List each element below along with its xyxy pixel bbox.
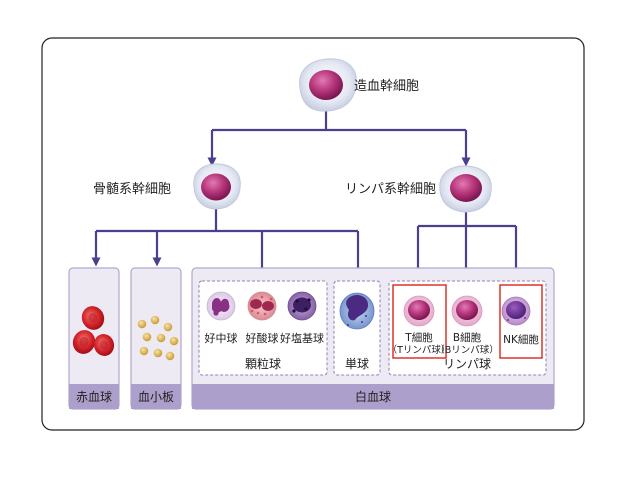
- neutrophil-label: 好中球: [205, 331, 238, 345]
- b-cell-icon: [451, 295, 483, 327]
- t-cell-highlight: [392, 284, 447, 359]
- myeloid-progenitor-icon: [193, 163, 241, 210]
- stem-cell-label: 造血幹細胞: [354, 78, 419, 94]
- t-cell-icon: [403, 295, 435, 327]
- t-cell-sub-label: （Tリンパ球）: [388, 344, 451, 356]
- b-cell-label: B細胞: [453, 331, 482, 344]
- platelet-icon: [137, 315, 179, 361]
- basophil-label: 好塩基球: [280, 331, 324, 345]
- monocyte-label: 単球: [345, 357, 369, 371]
- t-cell-label: T細胞: [404, 331, 433, 344]
- wbc-label-bar: [192, 384, 554, 409]
- red-blood-cell-icon: [72, 306, 115, 356]
- platelet-label-bar: [131, 384, 181, 409]
- monocyte-icon: [339, 292, 375, 330]
- nk-cell-icon: [501, 296, 531, 326]
- wbc-label: 白血球: [355, 389, 391, 404]
- platelet-label: 血小板: [138, 390, 174, 404]
- eosinophil-icon: [247, 291, 277, 321]
- nk-cell-label: NK細胞: [503, 333, 539, 346]
- eosinophil-label: 好酸球: [246, 331, 279, 345]
- lymphoid-progenitor-icon: [439, 165, 492, 213]
- stem-cell-icon: [299, 58, 357, 112]
- neutrophil-icon: [206, 291, 236, 321]
- basophil-icon: [287, 291, 317, 321]
- b-cell-sub-label: （Bリンパ球）: [435, 344, 499, 356]
- lymphocyte-label: リンパ球: [443, 357, 491, 371]
- nk-cell-highlight: [499, 284, 543, 359]
- rbc-panel: 赤血球: [68, 267, 120, 410]
- myeloid-stem-label: 骨髄系幹細胞: [93, 181, 171, 197]
- wbc-panel: 白血球 好中球 好酸球 好塩基球 顆粒球: [191, 267, 555, 410]
- lymphoid-stem-label: リンパ系幹細胞: [345, 181, 436, 197]
- granulocyte-label: 顆粒球: [245, 356, 281, 371]
- platelet-panel: 血小板: [130, 267, 182, 410]
- lineage-arrows: [91, 110, 521, 298]
- rbc-label: 赤血球: [76, 390, 112, 404]
- rbc-label-bar: [69, 384, 119, 409]
